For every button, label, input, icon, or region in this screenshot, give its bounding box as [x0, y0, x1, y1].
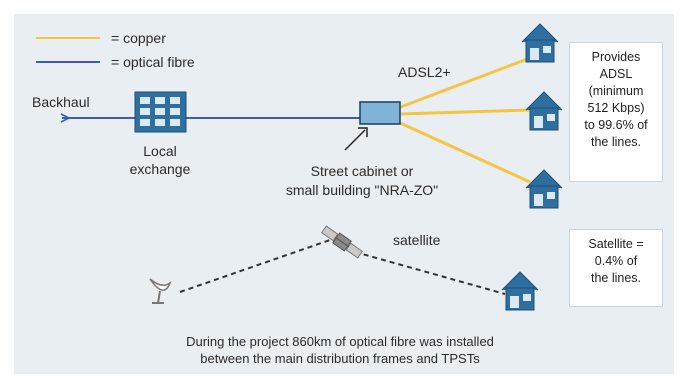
local-exchange-label-line2: exchange: [129, 161, 191, 177]
satellite-label: satellite: [393, 232, 441, 248]
satellite-icon: [320, 225, 364, 259]
copper-line-top: [397, 56, 531, 110]
adsl-label: ADSL2+: [398, 64, 451, 80]
legend-copper-label: = copper: [111, 30, 166, 46]
satellite-link-house: [354, 251, 506, 295]
house-icon-1: [521, 23, 559, 63]
adsl-info-line: Provides: [591, 50, 641, 64]
house-icon-2: [525, 91, 563, 131]
satellite-info-line: Satellite =: [588, 237, 644, 251]
legend-fibre-label: = optical fibre: [111, 54, 195, 70]
caption-line2: between the main distribution frames and…: [200, 351, 480, 366]
cabinet-pointer-line: [344, 129, 366, 151]
house-icon-3: [525, 169, 563, 209]
adsl-info-line: ADSL: [599, 67, 633, 81]
copper-line-middle: [399, 108, 531, 116]
backhaul-label: Backhaul: [32, 94, 90, 110]
satellite-info-line: 0.4% of: [594, 254, 638, 268]
satellite-dish-icon: [149, 278, 172, 304]
cabinet-label-line1: Street cabinet or: [310, 163, 414, 179]
house-icon-4: [501, 271, 539, 311]
local-exchange-label-line1: Local: [143, 143, 177, 159]
adsl-info-line: the lines.: [590, 135, 642, 149]
adsl-info-line: to 99.6% of: [584, 118, 648, 132]
adsl-info-line: 512 Kbps): [587, 101, 645, 115]
satellite-info-line: the lines.: [590, 271, 642, 285]
satellite-info-box: Satellite = 0.4% of the lines.: [569, 229, 663, 307]
adsl-info-box: Provides ADSL (minimum 512 Kbps) to 99.6…: [569, 42, 663, 182]
cabinet-pointer-arrowhead: [358, 127, 368, 137]
adsl-info-line: (minimum: [588, 84, 644, 98]
copper-line-bottom: [397, 120, 531, 184]
caption-line1: During the project 860km of optical fibr…: [186, 334, 494, 349]
cabinet-label-line2: small building "NRA-ZO": [285, 182, 439, 198]
street-cabinet-icon: [359, 101, 401, 125]
local-exchange-icon: [134, 91, 187, 133]
diagram-background: [14, 14, 674, 374]
